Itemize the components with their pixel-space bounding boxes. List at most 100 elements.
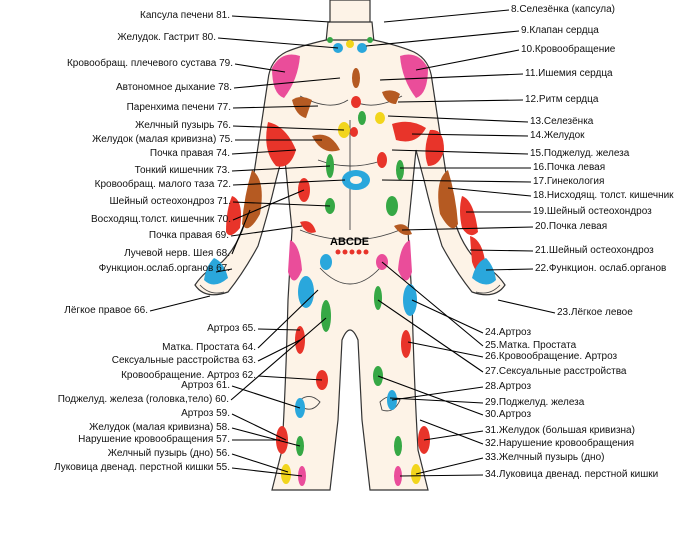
right-label: 24.Артроз [485, 327, 532, 338]
left-label: Шейный остеохондроз 71. [109, 196, 231, 207]
right-leader-line [381, 261, 484, 347]
left-leader-line [257, 339, 301, 362]
left-label: Поджелуд. железа (головка,тело) 60. [57, 394, 229, 405]
zone-pink [288, 240, 302, 281]
right-leader-line [397, 99, 524, 103]
zone-yellow [346, 40, 354, 48]
right-leader-line [381, 179, 532, 183]
zone-green [358, 111, 366, 125]
right-leader-line [383, 9, 510, 23]
right-label: 25.Матка. Простата [485, 340, 577, 351]
left-label: Кровообращение. Артроз 62. [121, 370, 256, 381]
zone-red [350, 127, 358, 137]
left-label: Луковица двенад. перстной кишки 55. [54, 462, 230, 473]
left-label: Лёгкое правое 66. [64, 305, 148, 316]
left-leader-line [232, 105, 319, 109]
right-label: 18.Нисходящ. толст. кишечник [533, 190, 674, 201]
right-leader-line [411, 133, 529, 137]
right-label: 29.Поджелуд. железа [485, 397, 585, 408]
left-leader-line [230, 317, 327, 401]
zone-pink [272, 54, 300, 98]
pelvic-dots [335, 249, 369, 255]
left-leader-line [232, 201, 331, 207]
left-leader-line [217, 37, 339, 49]
navel [350, 176, 362, 184]
left-label: Почка правая 74. [149, 148, 230, 159]
left-label: Артроз 61. [181, 380, 230, 391]
left-label: Желудок. Гастрит 80. [117, 32, 216, 43]
right-leader-line [391, 149, 529, 155]
zone-red [226, 196, 241, 236]
left-leader-line [257, 289, 319, 349]
right-leader-line [365, 30, 520, 47]
right-label: 26.Кровообращение. Артроз [485, 351, 618, 362]
zone-green [394, 436, 402, 456]
left-label: Почка правая 69. [148, 230, 229, 241]
right-label: 32.Нарушение кровообращения [485, 438, 635, 449]
right-label: 8.Селезёнка (капсула) [511, 4, 615, 15]
zone-brown [382, 90, 400, 104]
zone-red [377, 152, 387, 168]
right-leader-line [377, 299, 484, 373]
left-label: Желчный пузырь (дно) 56. [107, 448, 230, 459]
right-leader-line [469, 249, 534, 252]
left-leader-line [231, 413, 287, 441]
right-leader-line [401, 226, 534, 231]
left-label: Желудок (малая кривизна) 75. [92, 134, 233, 145]
right-leader-line [377, 375, 484, 416]
zone-blue [298, 276, 314, 308]
left-label: Восходящ.толст. кишечник 70. [91, 214, 231, 225]
left-leader-line [231, 467, 303, 477]
right-label: 28.Артроз [485, 381, 532, 392]
left-leader-line [231, 453, 289, 473]
right-label: 33.Желчный пузырь (дно) [485, 452, 605, 463]
zone-brown [438, 170, 458, 229]
left-leader-line [234, 63, 286, 73]
right-leader-line [399, 474, 484, 477]
right-label: 31.Желудок (большая кривизна) [485, 425, 635, 436]
left-leader-line [215, 268, 233, 273]
right-leader-line [497, 299, 556, 314]
left-leader-line [231, 427, 301, 447]
left-label: Кровообращ. малого таза 72. [94, 179, 231, 190]
left-label: Кровообращ. плечевого сустава 79. [66, 58, 233, 69]
zone-blue [403, 284, 417, 316]
zone-pink [400, 54, 428, 98]
zone-red [392, 121, 426, 142]
left-label: Тонкий кишечник 73. [134, 165, 230, 176]
zone-red [266, 122, 296, 167]
zone-red [276, 426, 288, 454]
left-leader-line [230, 225, 303, 237]
left-label: Паренхима печени 77. [126, 102, 231, 113]
right-leader-line [485, 268, 534, 271]
leader-lines [149, 9, 556, 477]
left-label: Нарушение кровообращения 57. [78, 434, 230, 445]
zone-pink [394, 466, 402, 486]
zone-green [386, 196, 398, 216]
zone-blue [357, 43, 367, 53]
right-leader-line [415, 49, 520, 71]
right-label: 12.Ритм сердца [525, 94, 599, 105]
left-leader-line [257, 375, 323, 381]
zone-green [327, 37, 333, 43]
left-label: Матка. Простата 64. [162, 342, 256, 353]
zone-red [300, 221, 316, 233]
left-label: Артроз 59. [181, 408, 230, 419]
left-leader-line [231, 209, 251, 255]
zone-red [460, 196, 478, 236]
left-label: Сексуальные расстройства 63. [111, 355, 256, 366]
right-leader-line [379, 73, 524, 81]
right-leader-line [391, 386, 484, 401]
zone-red [401, 330, 411, 358]
left-leader-line [232, 189, 305, 221]
left-label: Функцион.ослаб.органов 67. [98, 263, 230, 274]
zone-brown [292, 97, 312, 118]
right-label: 13.Селезёнка [530, 116, 594, 127]
zone-pink [398, 240, 412, 281]
right-label: 30.Артроз [485, 409, 532, 420]
right-leader-line [415, 457, 484, 475]
zone-green [396, 160, 404, 180]
left-leader-line [257, 328, 301, 331]
right-label: 10.Кровообращение [521, 44, 616, 55]
